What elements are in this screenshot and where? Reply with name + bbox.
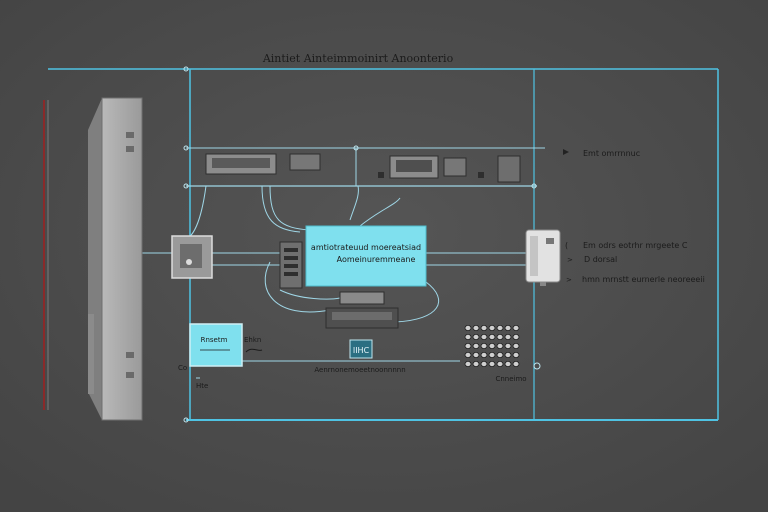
label-right-1: Em odrs eotrhr mrgeete C — [583, 241, 688, 250]
central-panel-line2: Aomeinuremmeane — [337, 255, 416, 264]
keypad-key — [512, 342, 520, 349]
keypad-key — [504, 360, 512, 367]
keypad-key — [496, 342, 504, 349]
keypad-key — [496, 324, 504, 331]
keypad-key — [464, 360, 472, 367]
server-cabinet — [43, 97, 143, 421]
label-side: Ehkn — [244, 336, 261, 344]
keypad-key — [496, 351, 504, 358]
label-top-right: Emt omrrnnuc — [583, 149, 640, 158]
keypad-key — [480, 333, 488, 340]
keypad-key — [512, 333, 520, 340]
keypad-key — [496, 360, 504, 367]
top-switch-left — [205, 153, 321, 175]
keypad-key — [472, 351, 480, 358]
under-panel-device — [325, 291, 399, 329]
keypad-key — [480, 360, 488, 367]
keypad-key — [488, 324, 496, 331]
arrow-mark: > — [567, 256, 573, 264]
chip-label: IIHC — [353, 346, 370, 355]
bracket-mark: ( — [565, 241, 568, 250]
keypad-key — [504, 324, 512, 331]
keypad-key — [504, 333, 512, 340]
keypad-key — [472, 360, 480, 367]
keypad-key — [472, 333, 480, 340]
central-panel-line1: amtiotrateuud moereatsiad — [311, 243, 421, 252]
arrow-mark-2: > — [566, 276, 572, 284]
left-device — [171, 235, 213, 279]
keypad-key — [488, 333, 496, 340]
small-box-label: Rnsetm — [201, 336, 228, 344]
label-right-2: D dorsal — [584, 255, 617, 264]
keypad-key — [512, 360, 520, 367]
label-below: Hte — [196, 382, 208, 390]
keypad-key — [480, 342, 488, 349]
diagram-title: Aintiet Ainteimmoinirt Anoonterio — [262, 52, 454, 65]
central-panel: amtiotrateuud moereatsiad Aomeinuremmean… — [305, 225, 427, 287]
keypad-key — [472, 324, 480, 331]
keypad-key — [488, 360, 496, 367]
keypad-key — [512, 351, 520, 358]
link-icon — [245, 348, 263, 353]
keypad-key — [464, 351, 472, 358]
patch-panel — [279, 241, 303, 289]
keypad-key — [480, 324, 488, 331]
keypad-key — [464, 333, 472, 340]
keypad-key — [488, 342, 496, 349]
bottom-caption: Aenrnonemoeetnoonnnnn — [314, 366, 405, 374]
keypad-key — [504, 342, 512, 349]
keypad-key — [464, 324, 472, 331]
keypad-key — [464, 342, 472, 349]
frame-lines — [48, 68, 719, 421]
keypad-grid — [464, 324, 520, 367]
keypad-key — [512, 324, 520, 331]
arrow-icon — [563, 149, 569, 155]
keypad-key — [496, 333, 504, 340]
top-switch-right — [378, 155, 521, 183]
keypad-key — [472, 342, 480, 349]
left-mark: Co — [178, 364, 187, 372]
label-right-3: hmn mrnstt eurnerle neoreeeii — [582, 275, 705, 284]
keypad-key — [480, 351, 488, 358]
keypad-caption: Cnneimo — [495, 375, 526, 383]
keypad-key — [488, 351, 496, 358]
junction-dots — [183, 66, 541, 423]
right-device — [525, 229, 561, 286]
keypad-key — [504, 351, 512, 358]
small-cyan-box: Rnsetm — [189, 323, 243, 367]
bottom-chip: IIHC — [349, 339, 373, 359]
